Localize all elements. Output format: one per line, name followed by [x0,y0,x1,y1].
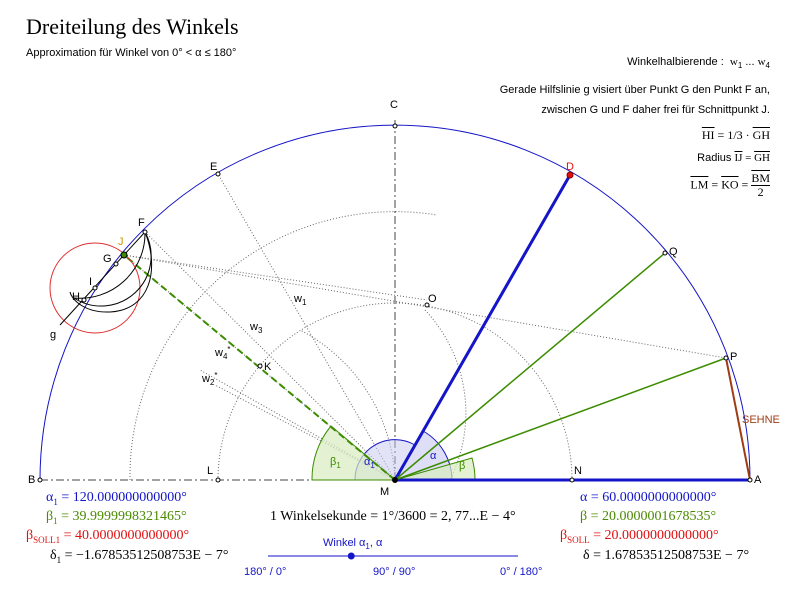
label-sehne: SEHNE [742,414,780,426]
value-beta1: β1 = 39.9999998321465° [46,509,187,526]
equation-hi: HI = 1/3 · GH [701,128,770,142]
points [37,123,753,483]
point-d[interactable] [566,171,574,179]
slider-label-left: 180° / 0° [244,566,287,578]
point-l[interactable] [215,477,221,483]
value-delta: δ = 1.67853512508753E − 7° [583,548,750,563]
point-g[interactable] [113,261,119,267]
point-b[interactable] [37,477,43,483]
label-p: P [730,351,737,363]
label-a: A [754,474,762,486]
segment-m-p [394,357,727,481]
point-p[interactable] [723,355,729,361]
point-e[interactable] [215,171,221,177]
label-j: J [118,236,124,248]
label-h: H [72,291,80,303]
value-beta: β = 20.0000001678535° [580,509,717,524]
point-c[interactable] [392,123,398,129]
label-k: K [264,361,272,373]
label-i: I [89,276,92,288]
point-o[interactable] [424,302,430,308]
label-g: G [103,253,112,265]
label-b: B [28,474,35,486]
point-f[interactable] [142,229,148,235]
label-line-g: g [50,329,56,341]
label-c: C [390,99,398,111]
point-a[interactable] [747,477,753,483]
label-w2: w2* [201,371,218,387]
value-betasoll: βSOLL = 20.0000000000000° [560,528,719,545]
page-subtitle: Approximation für Winkel von 0° < α ≤ 18… [26,47,237,59]
label-alpha: α [430,450,437,462]
page-title: Dreiteilung des Winkels [26,14,239,39]
label-beta1: β1 [330,456,341,470]
chord-sehne [725,357,751,481]
line-j-o [123,254,428,301]
arcsecond-note: 1 Winkelsekunde = 1°/3600 = 2, 77...E − … [270,509,516,524]
point-j[interactable] [120,251,128,259]
label-q: Q [669,246,678,258]
segment-m-d [393,174,572,481]
value-betasoll1: βSOLL1 = 40.0000000000000° [26,528,190,545]
label-w3: w3 [249,321,263,335]
label-f: F [138,217,145,229]
slider-handle[interactable] [347,552,355,560]
slider-title: Winkel α1, α [323,537,383,552]
label-w1: w1 [293,293,307,307]
dotted-arc-o2 [424,309,467,481]
label-beta: β [459,460,465,472]
arc-black [69,231,152,313]
label-m: M [380,486,389,498]
label-l: L [207,465,213,477]
point-k[interactable] [257,363,263,369]
value-alpha: α = 60.0000000000000° [580,490,717,505]
label-n: N [574,465,582,477]
dotted-arc-large [129,211,438,481]
point-h[interactable] [81,297,87,303]
point-n[interactable] [569,477,575,483]
value-alpha1: α1 = 120.000000000000° [46,490,187,507]
point-i[interactable] [92,285,98,291]
bisector-note: Winkelhalbierende : w1 ... w4 [627,56,770,71]
info-line-2: zwischen G und F daher frei für Schnittp… [541,104,770,116]
slider-label-mid: 90° / 90° [373,566,416,578]
segment-m-q [394,252,666,481]
point-q[interactable] [662,250,668,256]
line-w4 [199,369,396,481]
label-alpha1: α1 [364,456,375,470]
dotted-arc-o [299,329,396,481]
info-line-1: Gerade Hilfslinie g visiert über Punkt G… [499,84,770,96]
label-d: D [566,161,574,173]
label-o: O [428,293,437,305]
value-delta1: δ1 = −1.67853512508753E − 7° [50,548,229,565]
line-m-e [217,173,396,481]
arc-black-small [73,231,152,307]
point-m[interactable] [392,477,398,483]
slider-label-right: 0° / 180° [500,566,543,578]
line-w1 [144,231,396,481]
label-w4: w4* [214,345,231,361]
equation-radius: Radius IJ = GH [697,152,770,164]
line-g [59,231,146,326]
label-e: E [210,161,217,173]
